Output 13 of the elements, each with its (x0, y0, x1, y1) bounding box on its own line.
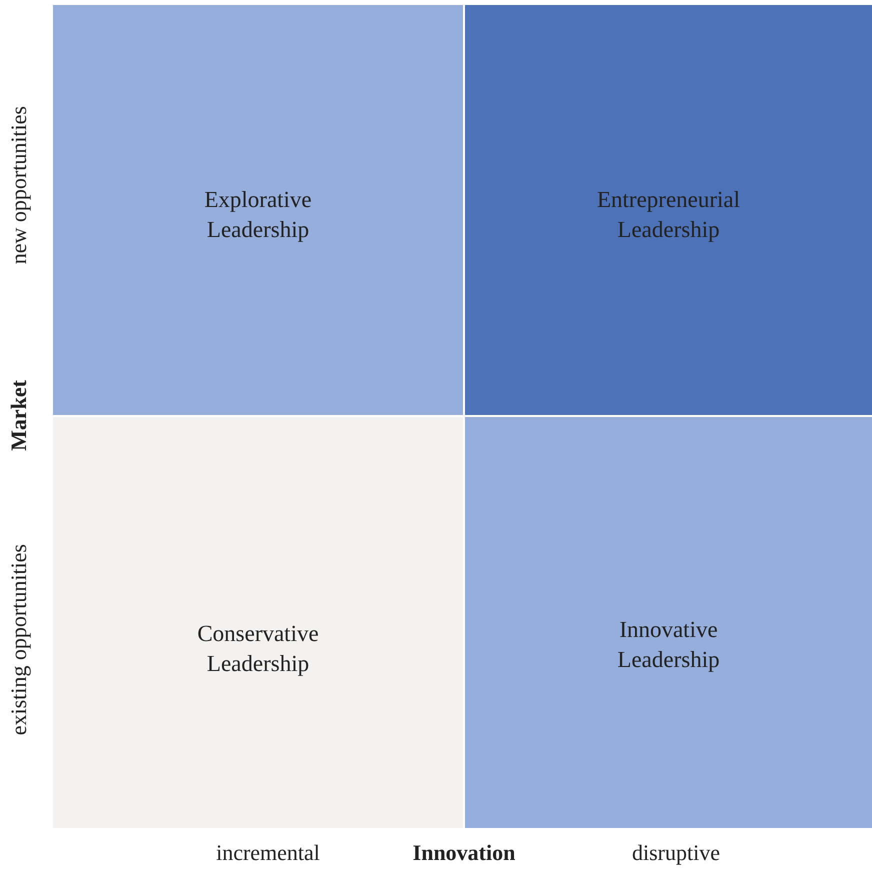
quadrant-label: Innovative Leadership (616, 616, 721, 674)
quadrant-label: Entrepreneurial Leadership (596, 186, 742, 244)
axis-value-label: incremental (216, 840, 320, 866)
axis-value-label: new opportunities (6, 106, 32, 264)
axis-value-label: disruptive (632, 840, 720, 866)
quadrant-label: Conservative Leadership (196, 620, 320, 678)
axis-title: Innovation (412, 840, 516, 866)
quadrant-cell (465, 5, 872, 415)
quadrant-label: Explorative Leadership (203, 186, 313, 244)
axis-title: Market (6, 380, 32, 450)
axis-value-label: existing opportunities (6, 544, 32, 736)
quadrant-cell (465, 417, 872, 828)
quadrant-cell (53, 5, 463, 415)
